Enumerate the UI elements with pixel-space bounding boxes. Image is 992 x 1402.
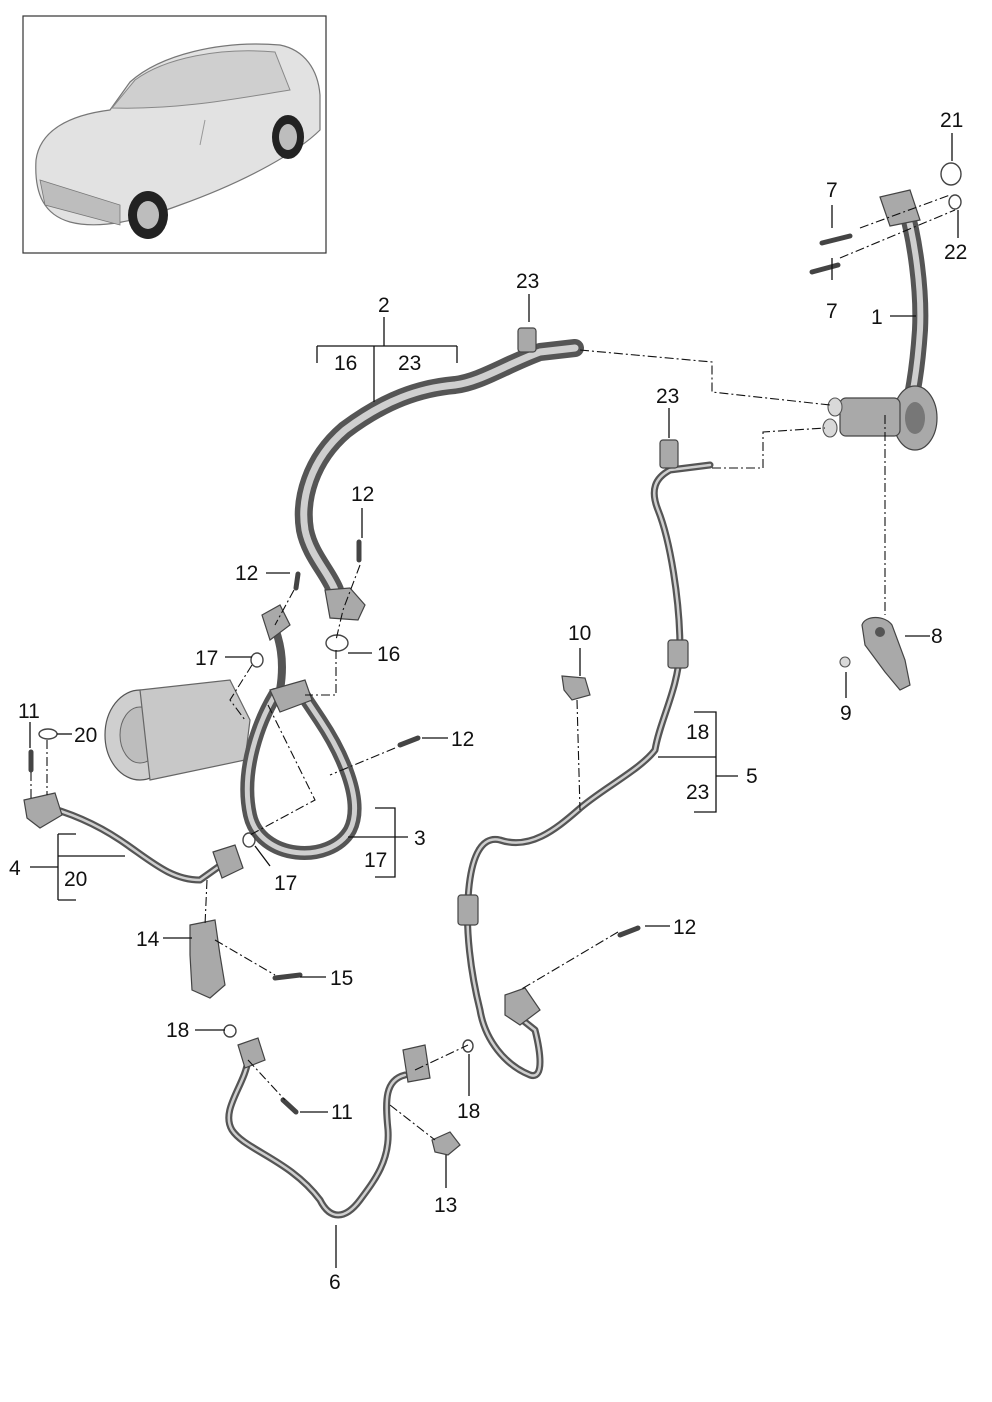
callout-8: 8 <box>931 625 943 648</box>
callout-12-a: 12 <box>351 483 374 506</box>
callout-12-d: 12 <box>673 916 696 939</box>
part-12-bolt-b <box>293 571 301 591</box>
callout-2: 2 <box>378 294 390 317</box>
part-15-bolt <box>272 972 303 981</box>
part-11-bolt-lower <box>280 1097 299 1115</box>
part-12-bolt-c <box>397 735 421 748</box>
part-6-line <box>225 1037 431 1219</box>
part-21-seal-ring <box>940 162 962 186</box>
part-18-seal-ring-right <box>462 1039 474 1053</box>
callout-5: 5 <box>746 765 758 788</box>
callout-16-upper: 16 <box>334 352 357 375</box>
callout-20-upper: 20 <box>74 724 97 747</box>
callout-13: 13 <box>434 1194 457 1217</box>
part-1-expansion-valve-line <box>822 189 938 451</box>
callout-23-top: 23 <box>516 270 539 293</box>
callout-1: 1 <box>871 306 883 329</box>
callout-12-b: 12 <box>235 562 258 585</box>
callout-7-upper: 7 <box>826 179 838 202</box>
part-14-bracket <box>189 919 226 999</box>
callout-12-c: 12 <box>451 728 474 751</box>
part-9-nut <box>839 656 851 668</box>
callout-23-bracket: 23 <box>686 781 709 804</box>
callout-17-upper: 17 <box>195 647 218 670</box>
callout-10: 10 <box>568 622 591 645</box>
ac-compressor <box>104 679 251 781</box>
callout-7-lower: 7 <box>826 300 838 323</box>
callout-6: 6 <box>329 1271 341 1294</box>
callout-4: 4 <box>9 857 21 880</box>
callout-23-right: 23 <box>656 385 679 408</box>
part-20-seal-ring <box>38 728 58 740</box>
callout-20-lower: 20 <box>64 868 87 891</box>
part-5-pressure-line <box>457 439 714 1079</box>
callout-11-left: 11 <box>18 700 40 723</box>
callout-23-upper: 23 <box>398 352 421 375</box>
callout-labels: 1 2 16 23 23 23 21 22 7 7 8 9 10 12 12 1… <box>9 109 967 1294</box>
part-17-seal-ring-upper <box>250 652 264 668</box>
callout-21: 21 <box>940 109 963 132</box>
callout-11-lower: 11 <box>331 1101 353 1124</box>
part-13-clip <box>431 1131 461 1156</box>
callout-15: 15 <box>330 967 353 990</box>
part-8-bracket <box>861 616 911 691</box>
callout-9: 9 <box>840 702 852 725</box>
callout-18-left: 18 <box>166 1019 189 1042</box>
callout-16-lower: 16 <box>377 643 400 666</box>
callout-17-lower: 17 <box>274 872 297 895</box>
part-2-suction-hose <box>294 327 584 621</box>
part-7-bolts <box>809 233 853 275</box>
callout-18-bracket: 18 <box>686 721 709 744</box>
callout-17-bracket: 17 <box>364 849 387 872</box>
part-18-seal-ring-left <box>223 1024 237 1038</box>
leader-lines <box>29 133 959 1268</box>
callout-18-lower: 18 <box>457 1100 480 1123</box>
assembly-lines <box>30 194 956 1141</box>
callout-3: 3 <box>414 827 426 850</box>
part-10-clip <box>561 675 591 701</box>
part-12-bolt-d <box>617 925 641 938</box>
part-17-seal-ring-lower <box>242 832 256 848</box>
callout-22: 22 <box>944 241 967 264</box>
vehicle-illustration <box>35 43 321 239</box>
part-4-line <box>23 792 244 884</box>
part-3-discharge-hose <box>240 604 362 860</box>
vehicle-thumbnail <box>22 15 327 254</box>
part-22-seal-ring <box>948 194 962 210</box>
callout-14: 14 <box>136 928 160 951</box>
